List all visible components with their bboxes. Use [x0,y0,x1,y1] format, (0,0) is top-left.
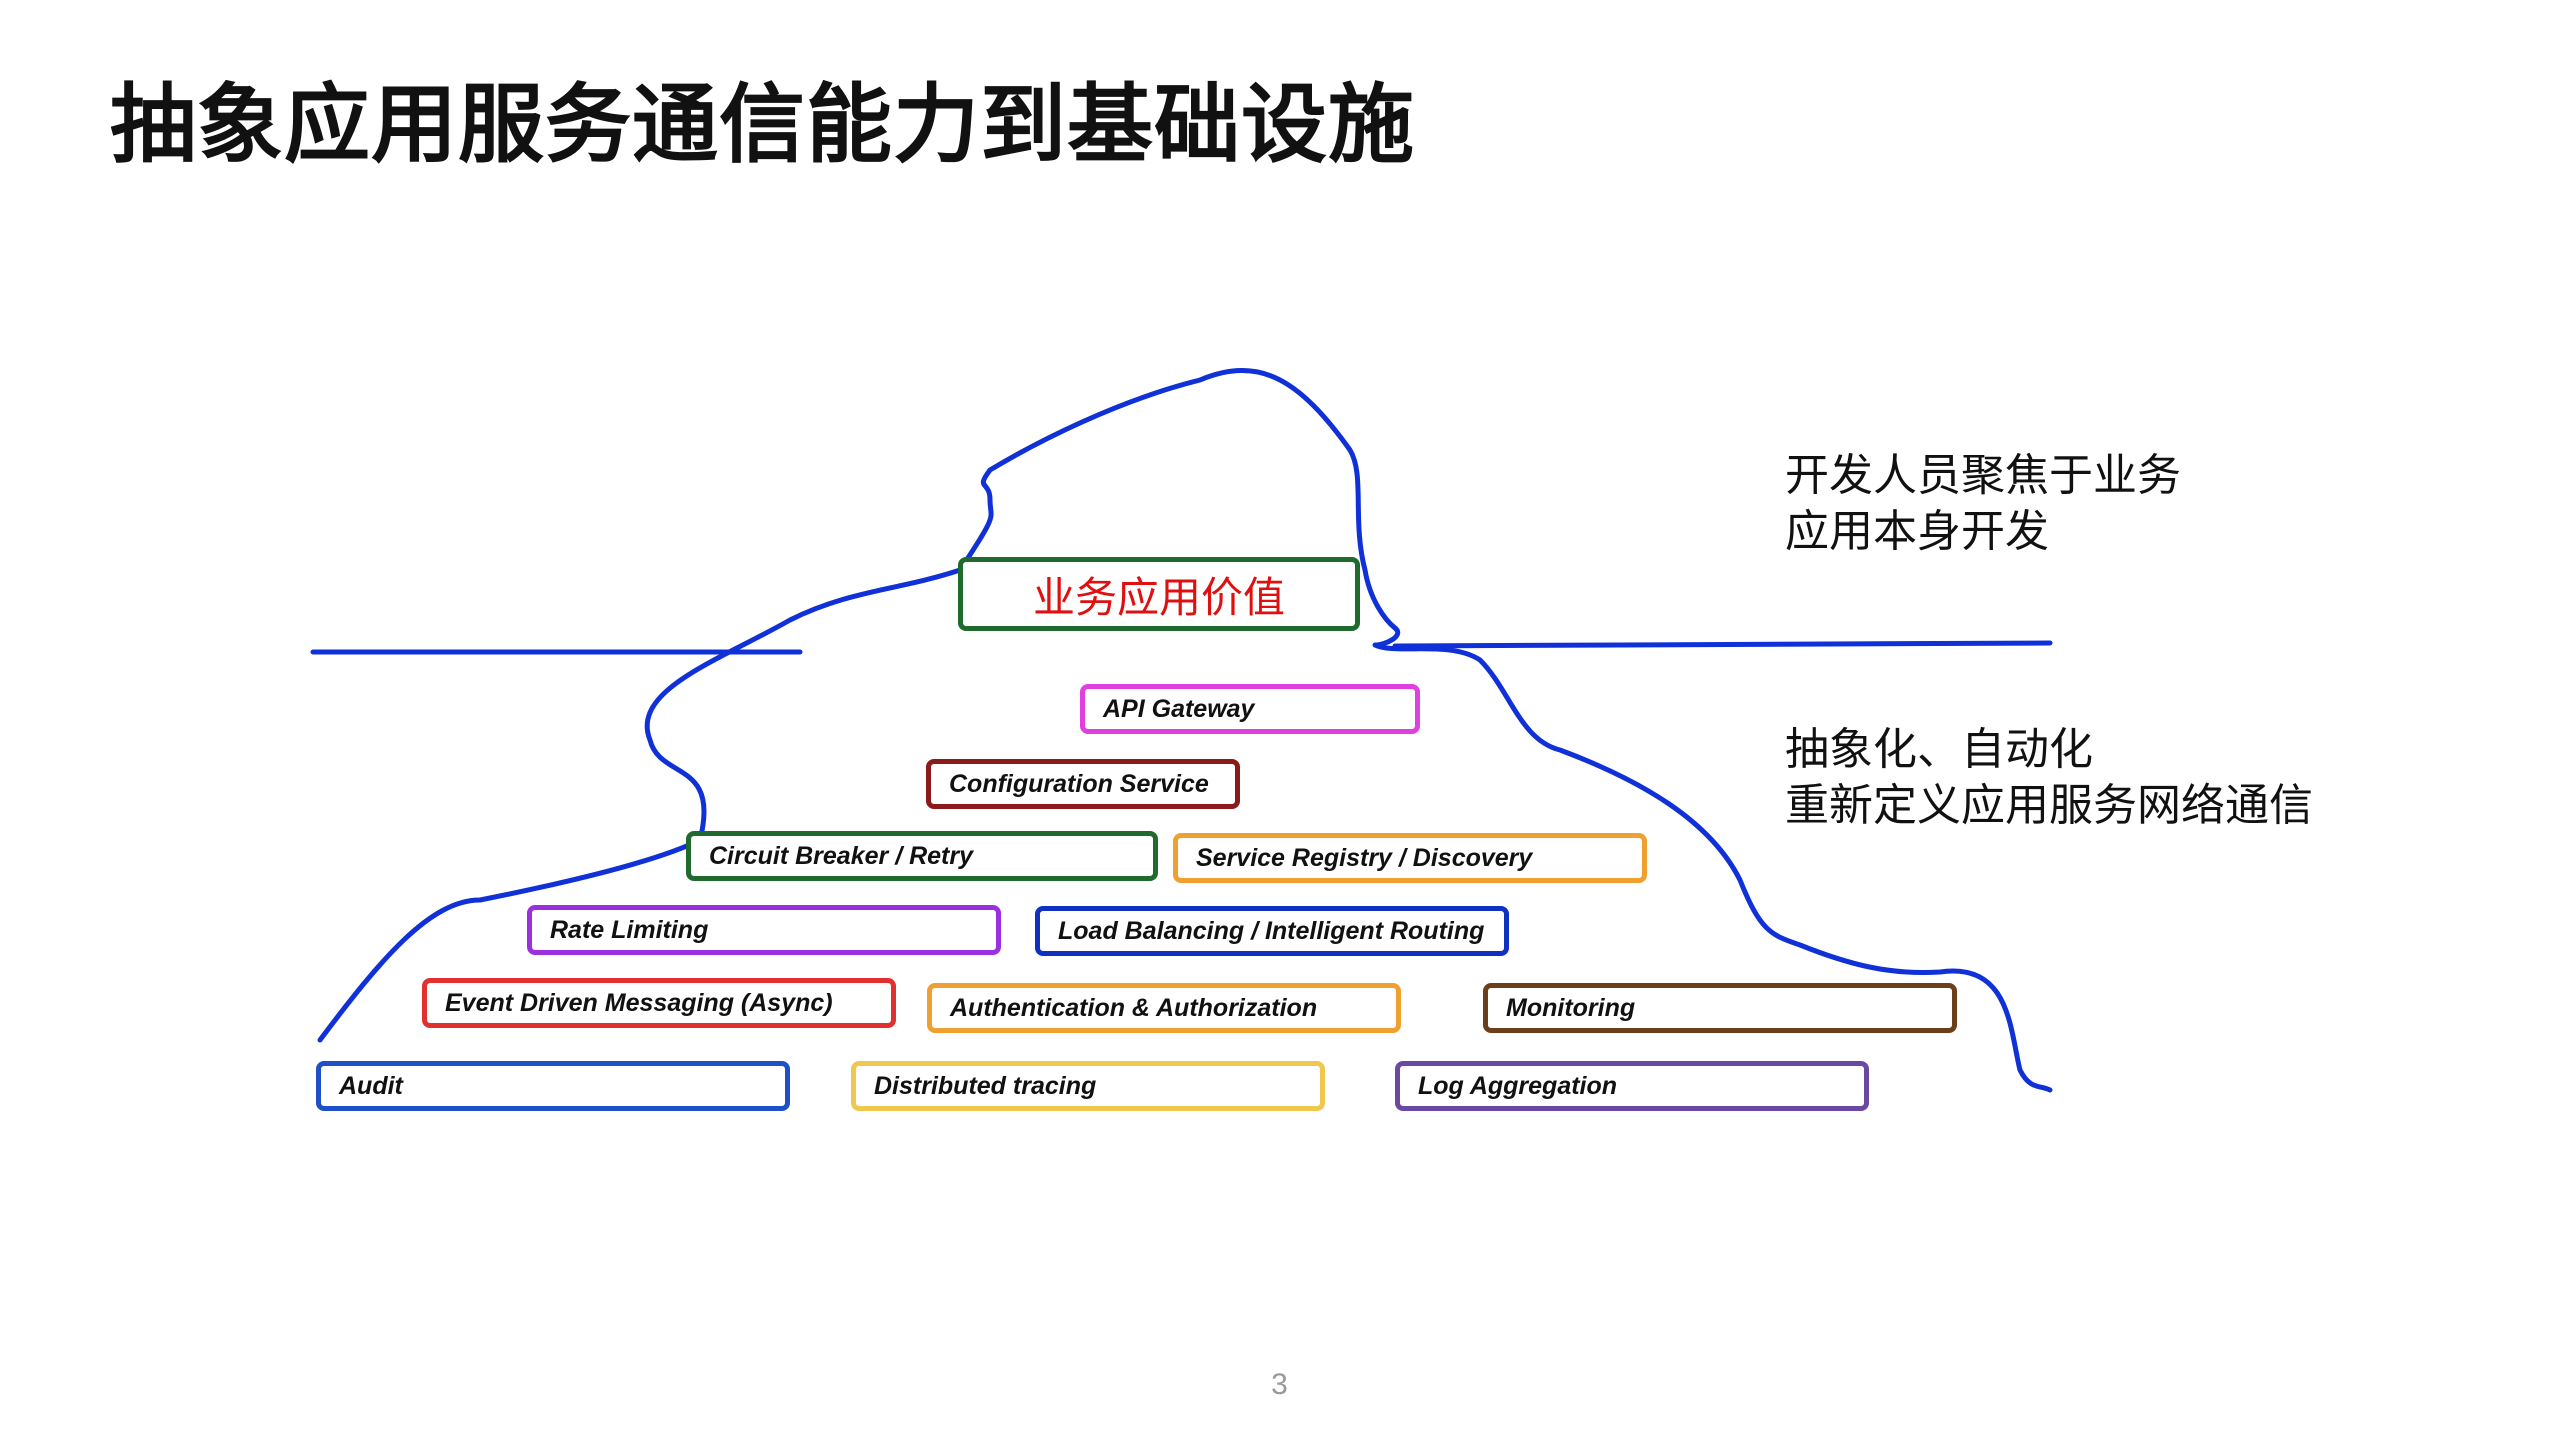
slide-title: 抽象应用服务通信能力到基础设施 [110,75,1415,175]
capability-monitoring: Monitoring [1483,983,1957,1033]
capability-distributed-tracing: Distributed tracing [851,1061,1325,1111]
business-value-box: 业务应用价值 [958,557,1360,631]
note-above-line-2: 应用本身开发 [1785,506,2049,557]
waterline-right [1392,640,2053,649]
capability-rate-limiting: Rate Limiting [527,905,1001,955]
capability-load-balancing: Load Balancing / Intelligent Routing [1035,906,1509,956]
note-above-waterline: 开发人员聚焦于业务 应用本身开发 [1785,448,2181,560]
capability-configuration-service: Configuration Service [926,759,1240,809]
page-number: 3 [1271,1368,1288,1401]
capability-authentication-authorization: Authentication & Authorization [927,983,1401,1033]
note-above-line-1: 开发人员聚焦于业务 [1785,450,2181,501]
capability-event-driven-messaging: Event Driven Messaging (Async) [422,978,896,1028]
note-below-waterline: 抽象化、自动化 重新定义应用服务网络通信 [1785,722,2313,834]
capability-audit: Audit [316,1061,790,1111]
note-below-line-1: 抽象化、自动化 [1785,724,2093,775]
capability-log-aggregation: Log Aggregation [1395,1061,1869,1111]
capability-api-gateway: API Gateway [1080,684,1420,734]
capability-circuit-breaker-retry: Circuit Breaker / Retry [686,831,1158,881]
capability-service-registry-discovery: Service Registry / Discovery [1173,833,1647,883]
iceberg-contour [317,368,2053,1093]
note-below-line-2: 重新定义应用服务网络通信 [1785,780,2313,831]
